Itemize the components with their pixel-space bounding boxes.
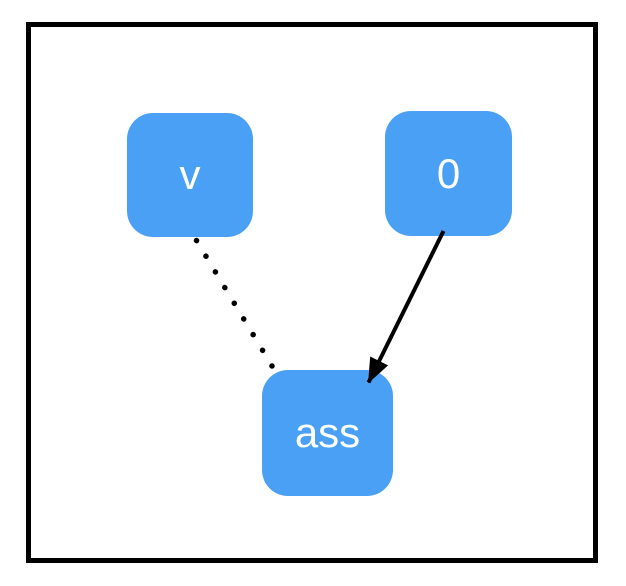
node-v: v: [127, 113, 253, 237]
node-ass: ass: [262, 370, 393, 496]
node-0-label: 0: [436, 149, 461, 197]
node-0: 0: [385, 111, 512, 236]
node-v-label: v: [179, 151, 201, 198]
node-ass-label: ass: [294, 409, 361, 456]
